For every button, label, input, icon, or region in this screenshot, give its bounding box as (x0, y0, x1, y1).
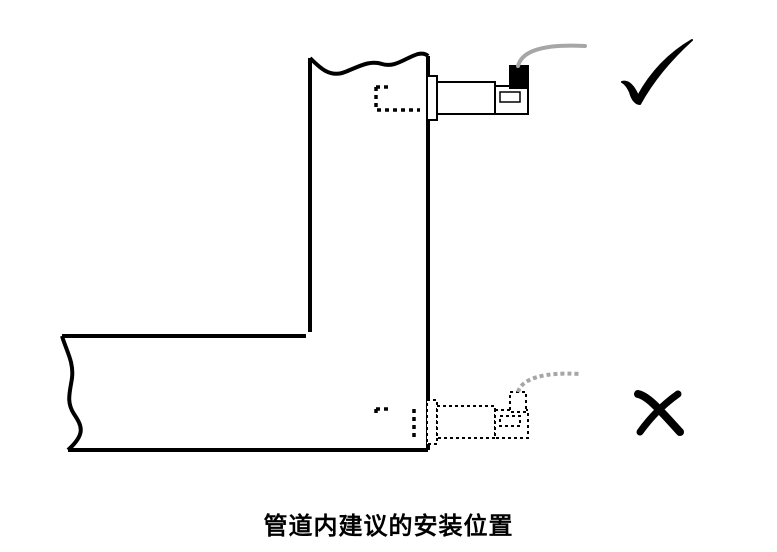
pipe-top-cut (308, 51, 430, 76)
diagram-caption: 管道内建议的安装位置 (263, 511, 514, 540)
sensor-incorrect-position (374, 371, 581, 445)
sensor-cable-incorrect (516, 371, 581, 393)
sensor-head-detail-incorrect (499, 415, 521, 427)
sensor-connector (509, 65, 529, 89)
sensor-correct-position (374, 43, 587, 121)
sensor-body (436, 81, 496, 115)
cross-icon (634, 390, 684, 436)
sensor-flange (426, 75, 438, 121)
sensor-body-incorrect (436, 405, 496, 439)
pipe-left-cut (60, 335, 83, 452)
sensor-flange-incorrect (426, 399, 438, 445)
sensor-head-detail (499, 91, 521, 103)
sensor-outline-incorrect (426, 391, 529, 445)
sensor-cable (516, 43, 587, 68)
checkmark-icon (621, 39, 693, 105)
sensor-probe-inside-incorrect (374, 407, 416, 440)
sensor-probe-inside (374, 85, 420, 112)
pipe-elbow-corner (302, 328, 312, 338)
pipe-outline (60, 51, 430, 452)
sensor-connector-incorrect (509, 391, 527, 413)
